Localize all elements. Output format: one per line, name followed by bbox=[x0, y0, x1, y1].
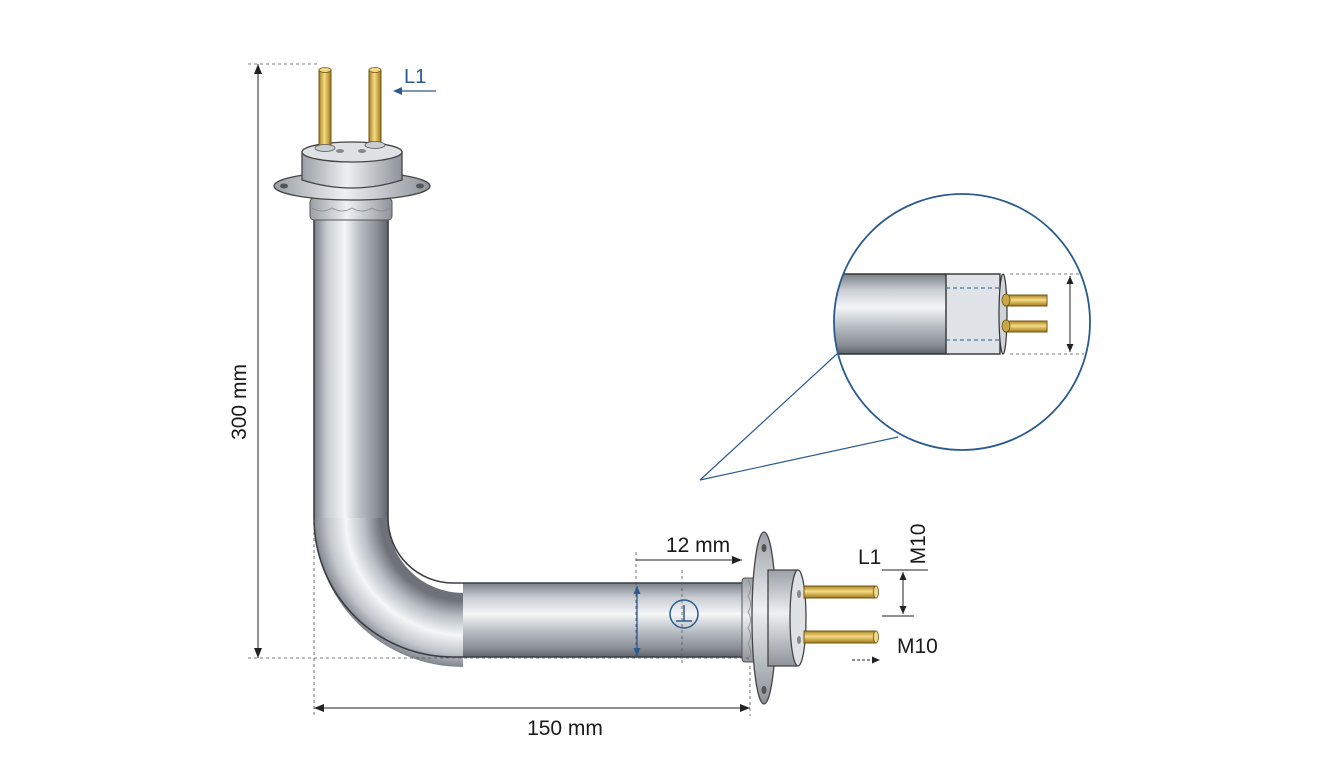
detail-tube bbox=[834, 274, 946, 354]
detail-leader-upper bbox=[699, 352, 839, 481]
detail-end-cap bbox=[945, 273, 1001, 355]
top-terminal-label: L1 bbox=[404, 66, 426, 88]
right-terminal-callouts: L1 M10 M10 bbox=[852, 524, 938, 664]
top-pin-right bbox=[368, 69, 382, 147]
ground-symbol bbox=[669, 599, 699, 629]
diameter-label: 12 mm bbox=[666, 534, 730, 557]
detail-pin-lower bbox=[1004, 320, 1048, 333]
width-label: 150 mm bbox=[527, 717, 603, 740]
right-flange bbox=[741, 531, 807, 705]
detail-pin-upper bbox=[1004, 294, 1048, 307]
top-terminal-pins bbox=[314, 67, 386, 152]
vertical-tube-section bbox=[314, 205, 388, 518]
thread-label-upper: M10 bbox=[907, 524, 930, 565]
top-terminal-callout: L1 bbox=[393, 66, 436, 95]
diameter-dimension: 12 mm bbox=[633, 534, 742, 664]
detail-circle-outline bbox=[833, 193, 1091, 451]
height-dimension: 300 mm bbox=[228, 63, 750, 659]
detail-leader-lower bbox=[699, 436, 899, 481]
tube-outline bbox=[313, 205, 748, 658]
detail-callout bbox=[699, 193, 1091, 481]
tube-bend bbox=[314, 518, 463, 667]
heater-tube bbox=[313, 205, 748, 667]
top-pin-left bbox=[318, 69, 332, 151]
width-dimension: 150 mm bbox=[313, 520, 751, 740]
right-pin-lower bbox=[803, 630, 877, 644]
thread-label-lower: M10 bbox=[897, 635, 938, 658]
right-terminal-pins bbox=[803, 585, 879, 644]
top-flange bbox=[273, 141, 431, 221]
horizontal-tube-section bbox=[463, 583, 748, 657]
right-pin-upper bbox=[803, 585, 877, 599]
side-terminal-label: L1 bbox=[858, 546, 881, 569]
height-label: 300 mm bbox=[228, 364, 251, 440]
